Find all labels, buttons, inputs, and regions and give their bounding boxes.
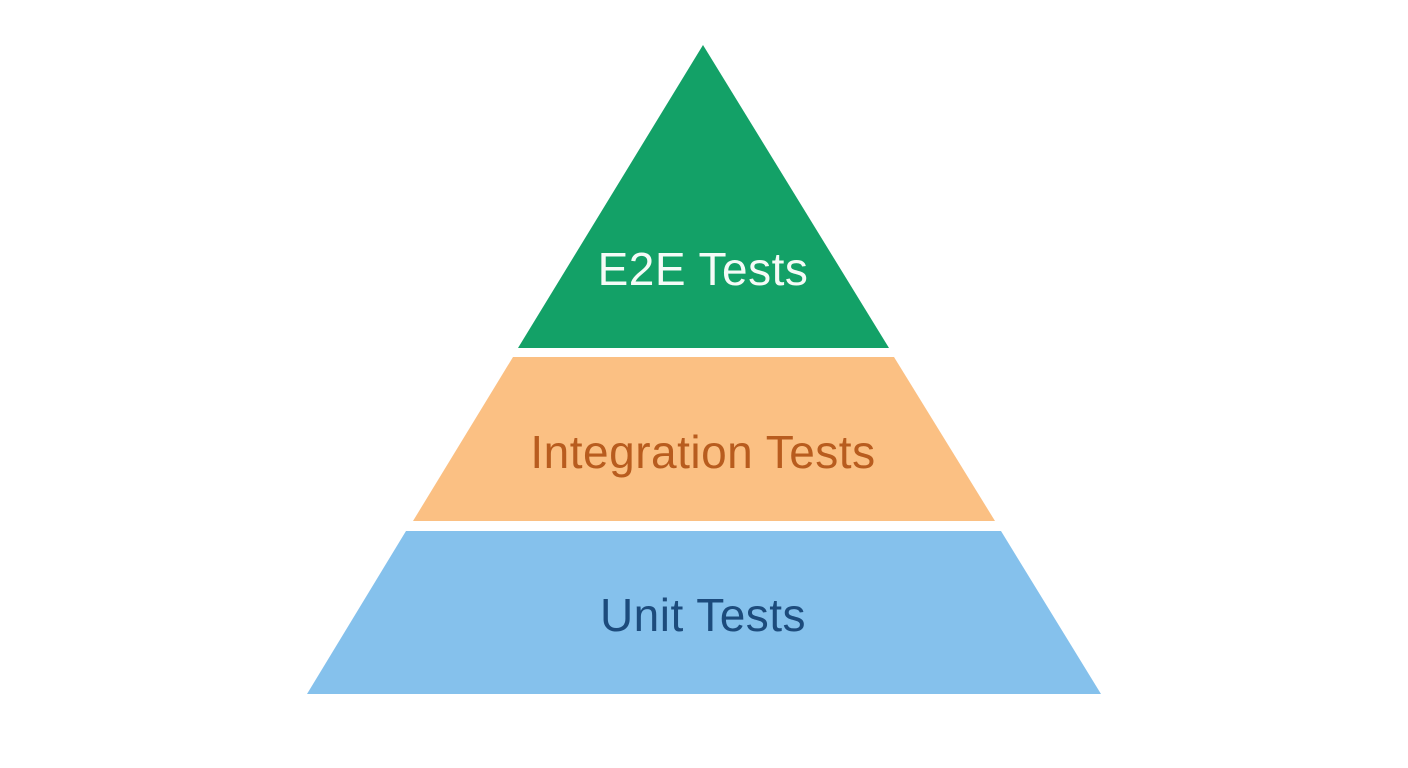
tier-integration-label: Integration Tests xyxy=(530,426,875,478)
tier-integration: Integration Tests xyxy=(413,357,995,521)
tier-e2e-shape xyxy=(518,45,889,348)
tier-integration-shape xyxy=(413,357,995,521)
tier-unit-shape xyxy=(307,531,1101,694)
tier-e2e: E2E Tests xyxy=(518,45,889,348)
tier-unit: Unit Tests xyxy=(307,531,1101,694)
tier-e2e-label: E2E Tests xyxy=(598,243,809,295)
tier-unit-label: Unit Tests xyxy=(600,589,806,641)
